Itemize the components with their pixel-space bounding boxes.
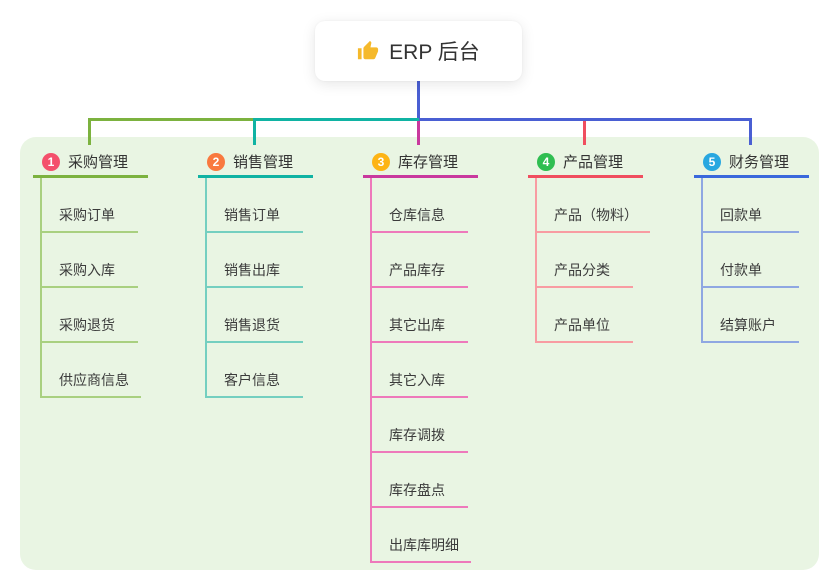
child-node-label: 回款单 — [720, 207, 762, 223]
thumbs-up-icon — [358, 40, 379, 60]
branch-node-label: 采购管理 — [68, 154, 129, 171]
child-node[interactable]: 供应商信息 — [42, 343, 141, 398]
branch-node-label: 库存管理 — [398, 154, 459, 171]
branch3-drop-connector — [417, 121, 420, 145]
branch-node-inventory[interactable]: 3 库存管理 — [363, 148, 478, 178]
child-node[interactable]: 产品单位 — [537, 288, 633, 343]
connector-blue-segment — [419, 118, 752, 121]
branch-finance: 5 财务管理 回款单 付款单 结算账户 — [694, 148, 809, 343]
child-node-label: 客户信息 — [224, 372, 280, 388]
branch-sales: 2 销售管理 销售订单 销售出库 销售退货 客户信息 — [198, 148, 313, 398]
branch-number-badge: 3 — [372, 152, 390, 171]
child-node[interactable]: 客户信息 — [207, 343, 303, 398]
child-node-label: 库存盘点 — [389, 482, 445, 498]
child-node-label: 销售订单 — [224, 207, 280, 223]
branch-number-badge: 5 — [703, 152, 721, 171]
child-node-label: 供应商信息 — [59, 372, 129, 388]
branch-purchase: 1 采购管理 采购订单 采购入库 采购退货 供应商信息 — [33, 148, 148, 398]
branch-children-inventory: 仓库信息 产品库存 其它出库 其它入库 库存调拨 库存盘点 出库库明细 — [370, 178, 478, 563]
child-node[interactable]: 采购订单 — [42, 178, 138, 233]
child-node-label: 库存调拨 — [389, 427, 445, 443]
child-node[interactable]: 采购入库 — [42, 233, 138, 288]
child-node-label: 销售出库 — [224, 262, 280, 278]
child-node-label: 付款单 — [720, 262, 762, 278]
branch-children-purchase: 采购订单 采购入库 采购退货 供应商信息 — [40, 178, 148, 398]
branch-node-label: 产品管理 — [563, 154, 624, 171]
branch4-drop-connector — [583, 121, 586, 145]
child-node[interactable]: 付款单 — [703, 233, 799, 288]
child-node-label: 仓库信息 — [389, 207, 445, 223]
branch-node-finance[interactable]: 5 财务管理 — [694, 148, 809, 178]
child-node[interactable]: 出库库明细 — [372, 508, 471, 563]
child-node-label: 采购入库 — [59, 262, 115, 278]
child-node[interactable]: 其它出库 — [372, 288, 468, 343]
child-node-label: 其它入库 — [389, 372, 445, 388]
child-node-label: 产品（物料） — [554, 207, 638, 223]
child-node[interactable]: 仓库信息 — [372, 178, 468, 233]
connector-green-segment — [88, 118, 253, 121]
child-node[interactable]: 其它入库 — [372, 343, 468, 398]
branch-number-badge: 1 — [42, 152, 60, 171]
branch-children-sales: 销售订单 销售出库 销售退货 客户信息 — [205, 178, 313, 398]
branch-inventory: 3 库存管理 仓库信息 产品库存 其它出库 其它入库 库存调拨 库存盘点 出库库… — [363, 148, 478, 563]
branch2-drop-connector — [253, 118, 256, 145]
child-node-label: 产品库存 — [389, 262, 445, 278]
branch-number-badge: 2 — [207, 152, 225, 171]
child-node-label: 销售退货 — [224, 317, 280, 333]
branch-node-sales[interactable]: 2 销售管理 — [198, 148, 313, 178]
child-node[interactable]: 库存调拨 — [372, 398, 468, 453]
child-node[interactable]: 采购退货 — [42, 288, 138, 343]
child-node-label: 结算账户 — [720, 317, 776, 333]
child-node-label: 采购订单 — [59, 207, 115, 223]
child-node[interactable]: 库存盘点 — [372, 453, 468, 508]
child-node[interactable]: 产品（物料） — [537, 178, 650, 233]
branch1-drop-connector — [88, 118, 91, 145]
branch-children-finance: 回款单 付款单 结算账户 — [701, 178, 809, 343]
branch-node-product[interactable]: 4 产品管理 — [528, 148, 643, 178]
root-stem-connector — [417, 81, 420, 121]
branch5-drop-connector — [749, 118, 752, 145]
mindmap-background-panel — [20, 137, 819, 570]
child-node-label: 出库库明细 — [389, 537, 459, 553]
child-node[interactable]: 结算账户 — [703, 288, 799, 343]
child-node[interactable]: 销售退货 — [207, 288, 303, 343]
root-node-label: ERP 后台 — [389, 41, 480, 64]
branch-product: 4 产品管理 产品（物料） 产品分类 产品单位 — [528, 148, 650, 343]
child-node[interactable]: 回款单 — [703, 178, 799, 233]
branch-node-label: 财务管理 — [729, 154, 790, 171]
child-node-label: 其它出库 — [389, 317, 445, 333]
child-node[interactable]: 产品分类 — [537, 233, 633, 288]
branch-children-product: 产品（物料） 产品分类 产品单位 — [535, 178, 650, 343]
child-node[interactable]: 销售订单 — [207, 178, 303, 233]
branch-number-badge: 4 — [537, 152, 555, 171]
child-node[interactable]: 销售出库 — [207, 233, 303, 288]
child-node-label: 采购退货 — [59, 317, 115, 333]
child-node-label: 产品单位 — [554, 317, 610, 333]
child-node[interactable]: 产品库存 — [372, 233, 468, 288]
connector-teal-segment — [253, 118, 419, 121]
root-node-erp[interactable]: ERP 后台 — [315, 21, 522, 81]
child-node-label: 产品分类 — [554, 262, 610, 278]
branch-node-purchase[interactable]: 1 采购管理 — [33, 148, 148, 178]
branch-node-label: 销售管理 — [233, 154, 294, 171]
